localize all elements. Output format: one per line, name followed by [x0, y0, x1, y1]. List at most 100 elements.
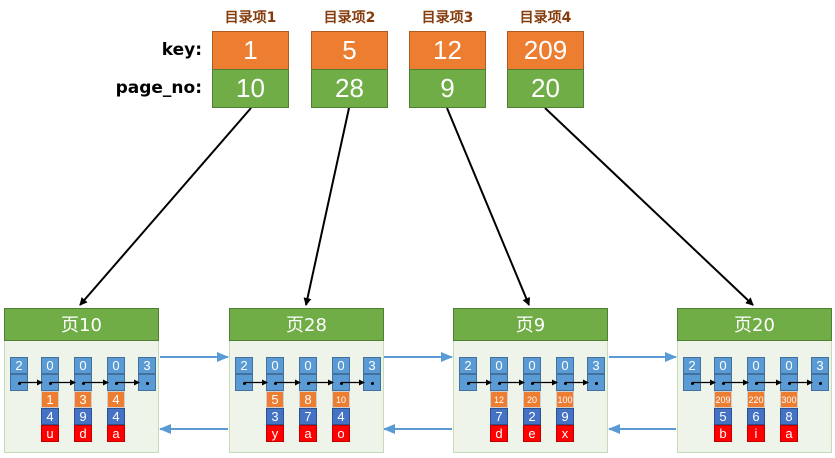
record-key-cell: 100 [556, 391, 574, 408]
supremum-pointer-cell [138, 374, 156, 391]
infimum-n-owned-cell: 2 [235, 357, 253, 374]
record-col3-cell: b [714, 425, 732, 442]
pointer-dot-icon [115, 382, 118, 385]
entry-key-cell: 209 [507, 31, 584, 70]
entry-page-no-cell: 28 [311, 69, 388, 108]
infimum-next-pointer-cell [235, 374, 253, 391]
record-col2-cell: 9 [556, 408, 574, 425]
infimum-next-pointer-cell [459, 374, 477, 391]
record-col2-cell: 9 [74, 408, 92, 425]
record-col2-cell: 4 [332, 408, 350, 425]
pointer-dot-icon [691, 382, 694, 385]
record-n-owned-cell: 0 [107, 357, 125, 374]
record-key-cell: 300 [780, 391, 798, 408]
entry-page-no-cell: 20 [507, 69, 584, 108]
record-col2-cell: 2 [523, 408, 541, 425]
record-col3-cell: e [523, 425, 541, 442]
pointer-dot-icon [340, 382, 343, 385]
record-col2-cell: 7 [299, 408, 317, 425]
record-next-pointer-cell [41, 374, 59, 391]
supremum-n-owned-cell: 3 [811, 357, 829, 374]
record-col2-cell: 4 [107, 408, 125, 425]
record-key-cell: 209 [714, 391, 732, 408]
pointer-dot-icon [722, 382, 725, 385]
record-key-cell: 8 [299, 391, 317, 408]
entry-title: 目录项1 [224, 10, 277, 26]
record-n-owned-cell: 0 [266, 357, 284, 374]
page-header: 页20 [677, 308, 832, 341]
record-col3-cell: d [74, 425, 92, 442]
record-key-cell: 5 [266, 391, 284, 408]
record-col2-cell: 3 [266, 408, 284, 425]
pointer-dot-icon [498, 382, 501, 385]
entry-title: 目录项2 [323, 10, 376, 26]
record-next-pointer-cell [490, 374, 508, 391]
pointer-arrow-entry3-to-page9 [446, 107, 531, 306]
record-next-pointer-cell [747, 374, 765, 391]
page-header: 页28 [229, 308, 384, 341]
entry-title: 目录项3 [421, 10, 474, 26]
entry-page-no-cell: 9 [409, 69, 486, 108]
entry-key-cell: 12 [409, 31, 486, 70]
pointer-dot-icon [467, 382, 470, 385]
pointer-dot-icon [307, 382, 310, 385]
entry-title: 目录项4 [519, 10, 572, 26]
record-col3-cell: i [747, 425, 765, 442]
supremum-pointer-cell [811, 374, 829, 391]
pointer-dot-icon [49, 382, 52, 385]
record-n-owned-cell: 0 [523, 357, 541, 374]
record-col3-cell: o [332, 425, 350, 442]
record-next-pointer-cell [523, 374, 541, 391]
record-n-owned-cell: 0 [74, 357, 92, 374]
infimum-next-pointer-cell [683, 374, 701, 391]
record-next-pointer-cell [74, 374, 92, 391]
record-key-cell: 20 [523, 391, 541, 408]
record-next-pointer-cell [780, 374, 798, 391]
record-col2-cell: 7 [490, 408, 508, 425]
record-col2-cell: 5 [714, 408, 732, 425]
pointer-dot-icon [564, 382, 567, 385]
record-col3-cell: a [107, 425, 125, 442]
record-next-pointer-cell [332, 374, 350, 391]
record-n-owned-cell: 0 [747, 357, 765, 374]
supremum-pointer-cell [587, 374, 605, 391]
record-n-owned-cell: 0 [490, 357, 508, 374]
record-next-pointer-cell [107, 374, 125, 391]
record-n-owned-cell: 0 [332, 357, 350, 374]
supremum-n-owned-cell: 3 [587, 357, 605, 374]
record-n-owned-cell: 0 [299, 357, 317, 374]
page-header: 页10 [4, 308, 159, 341]
record-n-owned-cell: 0 [780, 357, 798, 374]
record-next-pointer-cell [266, 374, 284, 391]
pointer-dot-icon [595, 382, 598, 385]
record-col3-cell: d [490, 425, 508, 442]
pointer-dot-icon [18, 382, 21, 385]
pointer-dot-icon [755, 382, 758, 385]
record-col3-cell: x [556, 425, 574, 442]
entry-key-cell: 5 [311, 31, 388, 70]
record-next-pointer-cell [299, 374, 317, 391]
pointer-dot-icon [146, 382, 149, 385]
infimum-next-pointer-cell [10, 374, 28, 391]
pointer-dot-icon [371, 382, 374, 385]
record-col3-cell: u [41, 425, 59, 442]
page-header: 页9 [453, 308, 608, 341]
record-n-owned-cell: 0 [714, 357, 732, 374]
infimum-n-owned-cell: 2 [683, 357, 701, 374]
pointer-arrow-entry2-to-page28 [303, 107, 350, 306]
record-key-cell: 3 [74, 391, 92, 408]
pointer-dot-icon [274, 382, 277, 385]
key-row-label: key: [161, 40, 202, 60]
entry-key-cell: 1 [212, 31, 289, 70]
supremum-n-owned-cell: 3 [138, 357, 156, 374]
record-col3-cell: a [780, 425, 798, 442]
supremum-pointer-cell [363, 374, 381, 391]
pointer-dot-icon [788, 382, 791, 385]
pointer-arrow-entry4-to-page20 [544, 107, 754, 306]
record-key-cell: 10 [332, 391, 350, 408]
record-col3-cell: a [299, 425, 317, 442]
record-next-pointer-cell [714, 374, 732, 391]
